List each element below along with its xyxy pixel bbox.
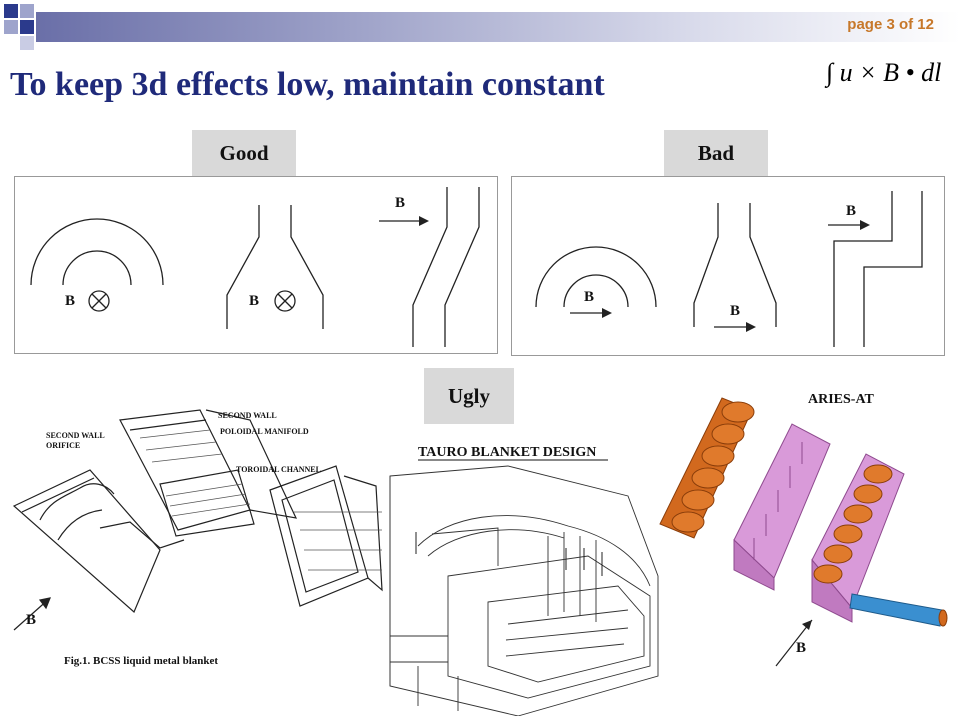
good-b-label-1: B (65, 293, 76, 309)
bcss-drawing: SECOND WALL POLOIDAL MANIFOLD SECOND WAL… (12, 409, 383, 667)
good-field-symbol-2 (274, 290, 296, 312)
good-inner-arc (62, 250, 132, 286)
header-gradient-bar (36, 12, 960, 42)
slide-title: To keep 3d effects low, maintain constan… (10, 66, 605, 103)
bcss-label-orifice-2: ORIFICE (46, 441, 80, 450)
good-panel: B B B (14, 176, 498, 354)
bad-label: Bad (664, 130, 768, 176)
corner-square-4 (20, 20, 34, 34)
bcss-b-label: B (26, 612, 37, 628)
aries-orange-module (659, 397, 755, 539)
aries-b-label: B (796, 640, 807, 656)
bcss-caption: Fig.1. BCSS liquid metal blanket (64, 655, 218, 667)
bad-b-label-2: B (730, 303, 741, 319)
bad-outer-arc (535, 246, 657, 308)
bad-panel: B B B (511, 176, 945, 356)
good-label: Good (192, 130, 296, 176)
good-b-label-3: B (395, 195, 406, 211)
good-channel-right (444, 187, 480, 347)
bad-channel-right (833, 191, 893, 347)
bcss-label-second-wall: SECOND WALL (218, 411, 277, 420)
good-nozzle-right (290, 205, 324, 329)
bad-diagram (535, 191, 923, 347)
tauro-title: TAURO BLANKET DESIGN (418, 445, 596, 460)
bad-b-label-1: B (584, 289, 595, 305)
good-diagram (30, 187, 480, 347)
ugly-label: Ugly (424, 368, 514, 424)
bad-b-label-3: B (846, 203, 857, 219)
aries-label: ARIES-AT (808, 392, 874, 407)
bcss-figure: SECOND WALL POLOIDAL MANIFOLD SECOND WAL… (10, 400, 390, 680)
corner-square-2 (20, 4, 34, 18)
good-outer-arc (30, 218, 164, 286)
formula-integral: ∫ u × B • dl (826, 58, 942, 87)
tauro-drawing: TAURO BLANKET DESIGN (389, 445, 659, 717)
good-nozzle-left (226, 205, 260, 329)
good-field-symbol-1 (88, 290, 110, 312)
bcss-label-toroidal: TOROIDAL CHANNEL (236, 465, 321, 474)
corner-square-5 (20, 36, 34, 50)
corner-square-1 (4, 4, 18, 18)
aries-pink-module-2 (811, 453, 905, 623)
tauro-figure: TAURO BLANKET DESIGN (388, 436, 664, 717)
bad-nozzle-right (749, 203, 777, 327)
bcss-label-orifice-1: SECOND WALL (46, 431, 105, 440)
aries-figure: B (652, 394, 960, 694)
bad-nozzle-left (693, 203, 719, 327)
aries-drawing (659, 397, 948, 667)
bad-inner-arc (563, 274, 629, 308)
good-b-label-2: B (249, 293, 260, 309)
page-indicator: page 3 of 12 (847, 16, 934, 33)
aries-pink-module-1 (733, 423, 831, 591)
bcss-label-poloidal: POLOIDAL MANIFOLD (220, 427, 309, 436)
aries-blue-pipe (849, 593, 948, 627)
corner-square-3 (4, 20, 18, 34)
good-channel-left (412, 187, 448, 347)
bad-channel-left (863, 191, 923, 347)
